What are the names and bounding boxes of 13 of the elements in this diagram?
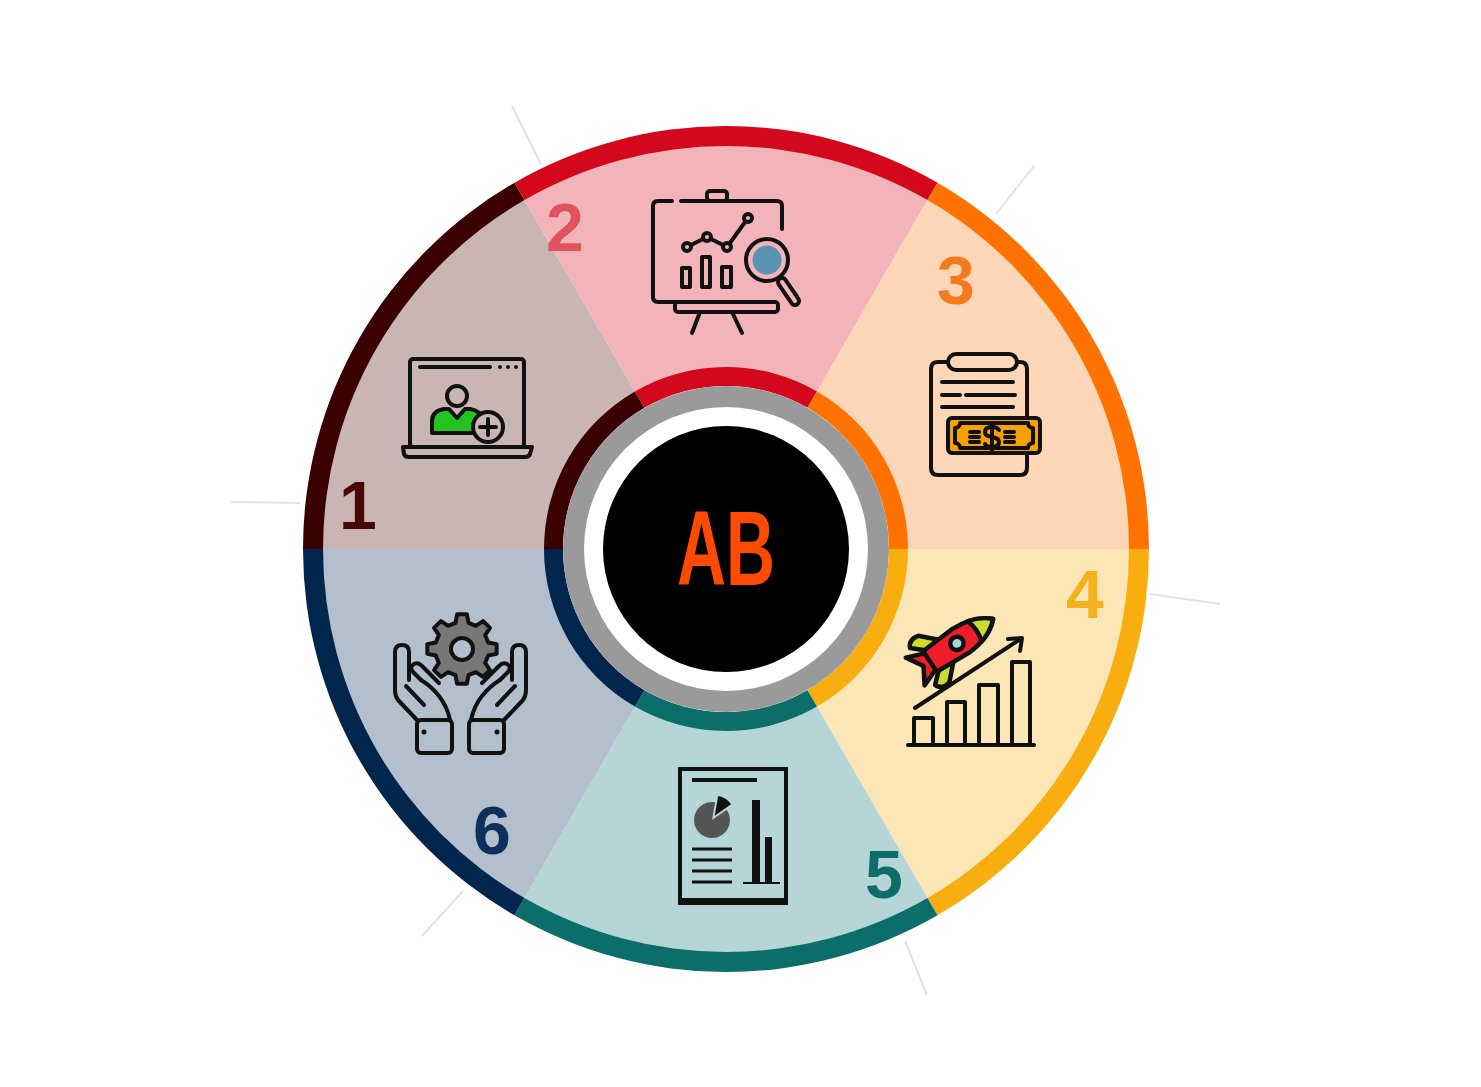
wheel-segment [817,182,1149,549]
step-number: 5 [865,840,903,908]
step-number: 1 [339,471,377,539]
wheel-segment [514,126,938,392]
wheel-segment [303,549,635,916]
wheel-segment [303,182,635,549]
step-number: 3 [937,246,975,314]
wheel-segment [817,549,1149,916]
center-label: AB [677,501,775,597]
step-number: 4 [1066,560,1104,628]
step-number: 2 [546,193,584,261]
wheel-segment [514,706,938,972]
step-number: 6 [473,796,511,864]
